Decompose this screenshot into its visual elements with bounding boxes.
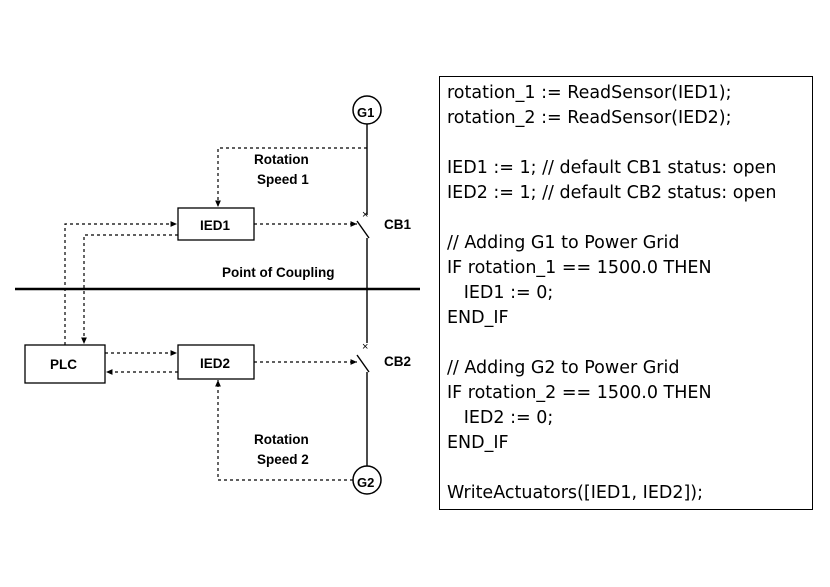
code-line: [447, 206, 812, 231]
svg-text:G1: G1: [357, 105, 374, 120]
code-line: IF rotation_2 == 1500.0 THEN: [447, 383, 712, 403]
ied1-to-plc-arrow: [81, 234, 178, 344]
code-line: [447, 456, 812, 481]
g1-generator: G1: [352, 95, 382, 125]
svg-text:×: ×: [362, 209, 368, 221]
g1-branch: ×: [356, 124, 370, 289]
rotation-speed-1-label-line2: Speed 1: [257, 172, 309, 187]
code-line: rotation_1 := ReadSensor(IED1);: [447, 83, 732, 103]
power-grid-diagram: Point of Coupling × G1 CB1 × G2 CB2 IED1…: [15, 95, 420, 495]
rotation-speed-1-label-line1: Rotation: [254, 152, 309, 167]
code-panel: rotation_1 := ReadSensor(IED1); rotation…: [439, 76, 813, 510]
code-line: [447, 131, 812, 156]
svg-text:IED1: IED1: [200, 218, 231, 233]
code-line: IED1 := 0;: [447, 283, 554, 303]
code-line: END_IF: [447, 308, 509, 328]
rotation-speed-2-arrow: [215, 380, 353, 481]
svg-text:PLC: PLC: [50, 357, 77, 372]
svg-text:G2: G2: [357, 475, 374, 490]
ied2-box: IED2: [177, 344, 255, 380]
plc-to-ied1-arrow: [64, 221, 177, 345]
code-line: IF rotation_1 == 1500.0 THEN: [447, 258, 712, 278]
code-line: WriteActuators([IED1, IED2]);: [447, 483, 704, 503]
code-line: IED2 := 0;: [447, 408, 554, 428]
rotation-speed-2-label-line1: Rotation: [254, 432, 309, 447]
g2-generator: G2: [352, 465, 382, 495]
cb2-label: CB2: [384, 354, 411, 369]
code-line: rotation_2 := ReadSensor(IED2);: [447, 108, 732, 128]
ied1-box: IED1: [177, 207, 255, 241]
code-line: // Adding G1 to Power Grid: [447, 233, 680, 253]
rotation-speed-2-label-line2: Speed 2: [257, 452, 309, 467]
rotation-speed-1-arrow: [215, 147, 367, 207]
code-line: IED2 := 1; // default CB2 status: open: [447, 183, 777, 203]
coupling-label: Point of Coupling: [222, 265, 334, 280]
svg-text:IED2: IED2: [200, 356, 230, 371]
cb1-label: CB1: [384, 217, 411, 232]
svg-text:×: ×: [362, 341, 368, 353]
g2-branch: ×: [356, 289, 370, 466]
code-line: END_IF: [447, 433, 509, 453]
plc-box: PLC: [24, 344, 106, 384]
code-line: // Adding G2 to Power Grid: [447, 358, 680, 378]
code-line: [447, 331, 812, 356]
code-line: IED1 := 1; // default CB1 status: open: [447, 158, 777, 178]
